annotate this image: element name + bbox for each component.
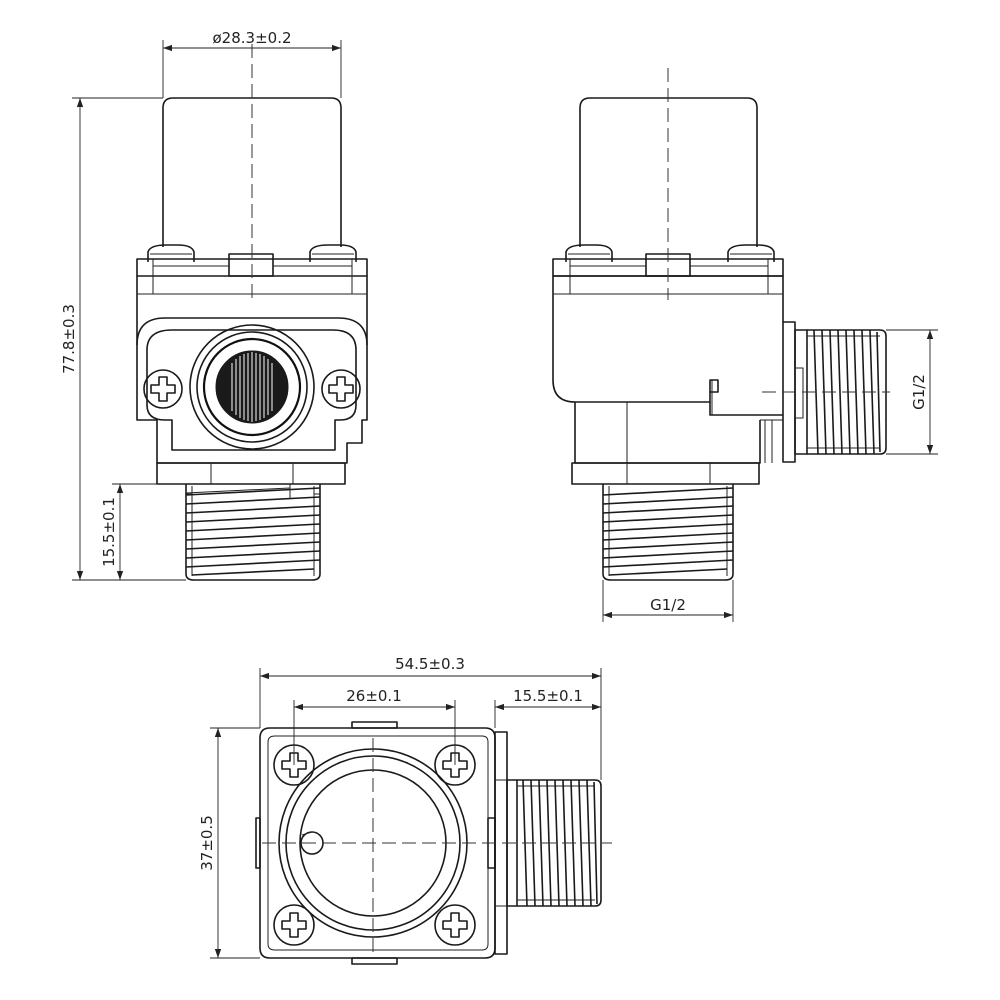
side-valve-body bbox=[552, 276, 719, 403]
front-left-screw-icon bbox=[143, 369, 183, 409]
front-view bbox=[136, 44, 368, 581]
top-screw-bottom-right-icon bbox=[434, 904, 476, 946]
front-valve-body bbox=[136, 276, 368, 464]
bottom-dimension-thread: G1/2 bbox=[602, 580, 734, 622]
side-dimension-thread: G1/2 bbox=[886, 329, 938, 455]
hole-spacing-label: 26±0.1 bbox=[346, 687, 402, 705]
front-dimension-height: 77.8±0.3 bbox=[60, 97, 186, 581]
top-dimension-outlet-length: 15.5±0.1 bbox=[494, 687, 601, 728]
front-inner-frame bbox=[136, 317, 368, 346]
side-top-screws bbox=[565, 244, 775, 262]
top-diameter-label: ø28.3±0.2 bbox=[213, 29, 292, 47]
top-body-outline bbox=[259, 727, 496, 959]
thread-length-label: 15.5±0.1 bbox=[100, 497, 118, 567]
body-depth-label: 37±0.5 bbox=[198, 815, 216, 871]
front-inlet-port bbox=[189, 324, 315, 450]
side-view bbox=[552, 68, 890, 581]
side-bottom-thread bbox=[602, 484, 734, 581]
side-bottom-collar bbox=[571, 462, 760, 485]
top-view bbox=[255, 721, 612, 965]
top-dimension-hole-spacing: 26±0.1 bbox=[293, 687, 456, 765]
top-dimension-overall-width: 54.5±0.3 bbox=[259, 655, 602, 780]
front-top-screws bbox=[147, 244, 357, 262]
bottom-thread-label: G1/2 bbox=[650, 596, 686, 614]
front-dimension-diameter: ø28.3±0.2 bbox=[162, 29, 342, 98]
front-bottom-collar bbox=[156, 462, 346, 485]
overall-width-label: 54.5±0.3 bbox=[395, 655, 465, 673]
side-thread-label: G1/2 bbox=[910, 374, 928, 410]
top-screw-bottom-left-icon bbox=[273, 904, 315, 946]
front-right-screw-icon bbox=[321, 369, 361, 409]
front-bottom-thread bbox=[185, 484, 321, 581]
front-dimension-thread-length: 15.5±0.1 bbox=[100, 483, 186, 580]
outlet-length-label: 15.5±0.1 bbox=[513, 687, 583, 705]
top-dimension-body-depth: 37±0.5 bbox=[198, 727, 260, 959]
total-height-label: 77.8±0.3 bbox=[60, 304, 78, 374]
